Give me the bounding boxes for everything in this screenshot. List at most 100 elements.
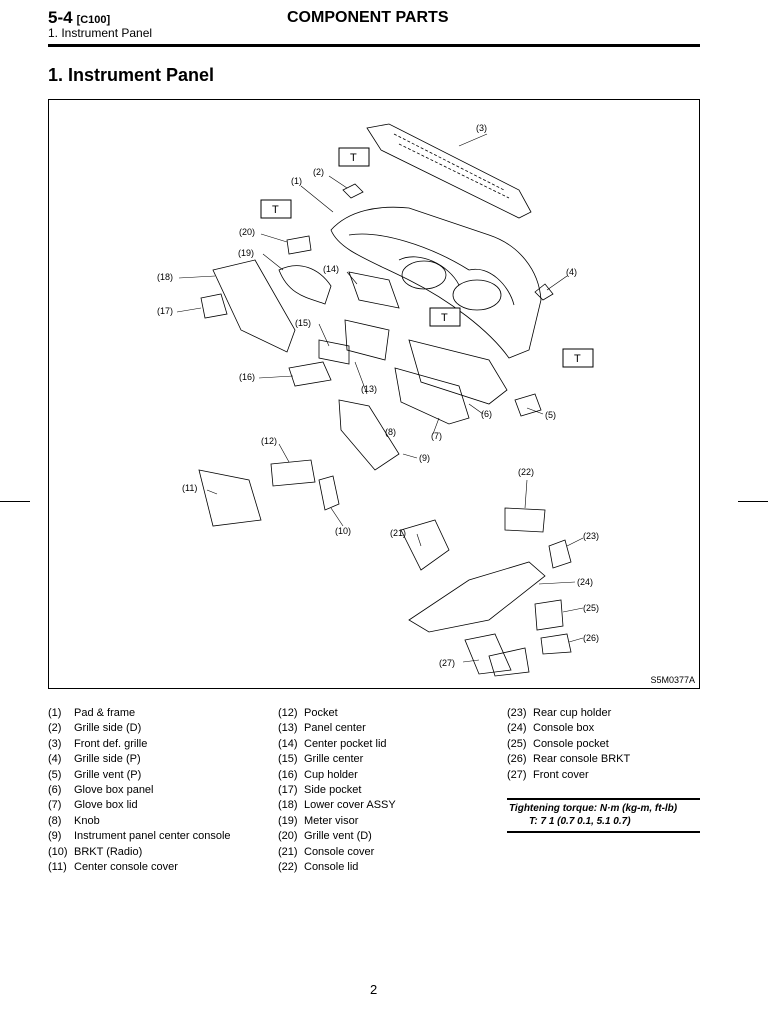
page-number: 2: [370, 982, 378, 997]
list-item: (12)Pocket: [278, 707, 338, 719]
list-item: (21)Console cover: [278, 845, 375, 858]
list-item: (5)Grille vent (P): [48, 768, 142, 781]
list-item: (13)Panel center: [278, 722, 366, 735]
callout-22: (22): [518, 467, 534, 477]
torque-rule-bottom: [507, 831, 700, 833]
list-item: (16)Cup holder: [278, 768, 358, 781]
diagram-drawing: T T T T (1) (2) (3) (4) (5) (6) (7) (8) …: [157, 123, 599, 677]
callout-2: (2): [313, 167, 324, 177]
torque-marker-4: T: [562, 348, 594, 368]
figure-id: S5M0377A: [650, 675, 695, 685]
section-title: 1. Instrument Panel: [48, 65, 215, 85]
parts-list-col2: (12)Pocket (13)Panel center (14)Center p…: [278, 706, 396, 875]
callout-12: (12): [261, 436, 277, 446]
list-item: (19)Meter visor: [278, 814, 359, 827]
list-item: (27)Front cover: [507, 768, 589, 781]
section-code: 5-4[C100]: [48, 8, 110, 28]
list-item: (6)Glove box panel: [48, 784, 154, 797]
torque-marker-label: T: [574, 353, 581, 365]
torque-marker-label: T: [441, 312, 448, 324]
callout-3: (3): [476, 123, 487, 133]
torque-marker-3: T: [429, 307, 461, 327]
callout-10: (10): [335, 526, 351, 536]
callout-4: (4): [566, 267, 577, 277]
list-item: (22)Console lid: [278, 861, 359, 874]
front-def-grille-shape: [366, 123, 532, 219]
callout-6: (6): [481, 409, 492, 419]
list-item: (18)Lower cover ASSY: [278, 799, 396, 812]
torque-marker-2: T: [260, 199, 292, 219]
meter-visor-shape: [278, 265, 332, 305]
rear-cup-holder-shape: [548, 539, 572, 569]
parts-list-col3: (23)Rear cup holder (24)Console box (25)…: [507, 706, 630, 783]
list-item: (15)Grille center: [278, 753, 364, 766]
callout-13: (13): [361, 384, 377, 394]
grille-side-p-shape: [534, 283, 554, 301]
torque-marker-1: T: [338, 147, 370, 167]
console-pocket-shape: [534, 599, 564, 631]
exploded-diagram: T T T T (1) (2) (3) (4) (5) (6) (7) (8) …: [48, 99, 700, 689]
bracket-code: [C100]: [76, 14, 111, 26]
list-item: (3)Front def. grille: [48, 737, 148, 750]
list-item: (1)Pad & frame: [48, 707, 136, 719]
parts-list-col1: (1)Pad & frame (2)Grille side (D) (3)Fro…: [48, 706, 231, 875]
callout-15: (15): [295, 318, 311, 328]
torque-value: T: 7 1 (0.7 0.1, 5.1 0.7): [529, 816, 631, 827]
section-number: 5-4: [48, 8, 73, 27]
grille-vent-p-shape: [514, 393, 542, 417]
callout-18: (18): [157, 272, 173, 282]
callout-23: (23): [583, 531, 599, 541]
console-lid-shape: [504, 507, 546, 533]
callout-17: (17): [157, 306, 173, 316]
panel-center-shape: [344, 319, 390, 361]
list-item: (10)BRKT (Radio): [48, 845, 143, 858]
callout-24: (24): [577, 577, 593, 587]
callout-16: (16): [239, 372, 255, 382]
glove-box-panel-shape: [408, 339, 508, 405]
callout-7: (7): [431, 431, 442, 441]
lower-cover-shape: [212, 259, 296, 353]
callout-19: (19): [238, 248, 254, 258]
callout-14: (14): [323, 264, 339, 274]
callout-8: (8): [385, 427, 396, 437]
list-item: (7)Glove box lid: [48, 799, 138, 812]
leader-lines: [176, 133, 584, 663]
pad-frame-shape: [330, 206, 542, 359]
list-item: (17)Side pocket: [278, 784, 362, 797]
brkt-radio-shape: [318, 475, 340, 511]
callout-11: (11): [182, 483, 197, 493]
right-margin-mark: [738, 501, 768, 502]
torque-marker-label: T: [350, 152, 357, 164]
list-item: (4)Grille side (P): [48, 753, 141, 766]
grille-side-d-shape: [342, 183, 364, 199]
header-title: COMPONENT PARTS: [287, 9, 449, 26]
list-item: (11)Center console cover: [48, 861, 178, 874]
callout-5: (5): [545, 410, 556, 420]
front-cover-shape: [464, 633, 512, 675]
list-item: (8)Knob: [48, 814, 100, 827]
list-item: (23)Rear cup holder: [507, 707, 612, 719]
list-item: (9)Instrument panel center console: [48, 830, 231, 843]
grille-center-shape: [318, 339, 350, 365]
callout-1: (1): [291, 176, 302, 186]
list-item: (20)Grille vent (D): [278, 830, 372, 843]
list-item: (14)Center pocket lid: [278, 737, 387, 750]
list-item: (2)Grille side (D): [48, 722, 142, 735]
torque-marker-label: T: [272, 204, 279, 216]
cup-holder-shape: [288, 361, 332, 387]
callout-25: (25): [583, 603, 599, 613]
center-pocket-lid-shape: [348, 271, 400, 309]
header-rule: [48, 44, 700, 47]
callout-27: (27): [439, 658, 455, 668]
list-item: (25)Console pocket: [507, 737, 609, 750]
side-pocket-shape: [200, 293, 228, 319]
torque-rule-top: [507, 798, 700, 800]
callout-20: (20): [239, 227, 255, 237]
callout-26: (26): [583, 633, 599, 643]
list-item: (26)Rear console BRKT: [507, 753, 631, 766]
list-item: (24)Console box: [507, 722, 595, 735]
grille-vent-d-shape: [286, 235, 312, 255]
header-subtitle: 1. Instrument Panel: [48, 26, 153, 40]
center-console-cover-shape: [198, 469, 262, 527]
rear-console-brkt-shape: [540, 633, 572, 655]
